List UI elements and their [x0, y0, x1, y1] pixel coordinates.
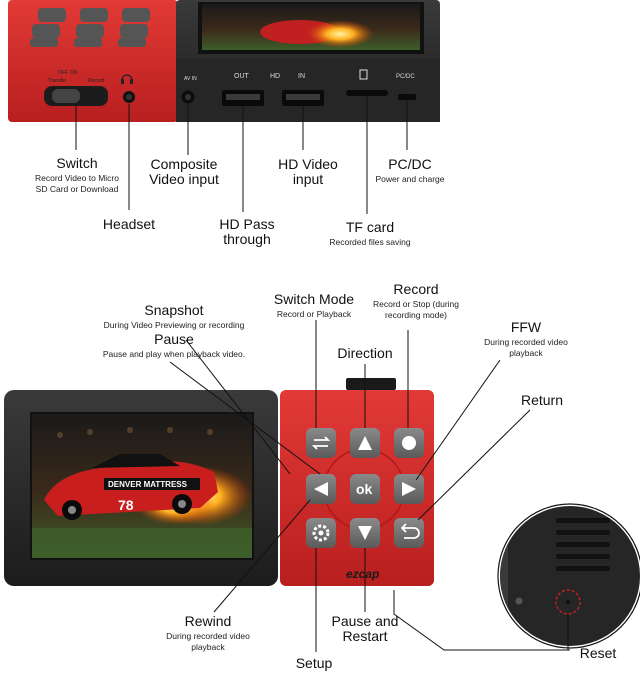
- label-composite-title: Composite Video input: [149, 156, 219, 188]
- label-record-sub: Record or Stop (during recording mode): [373, 299, 459, 321]
- direction-up-button[interactable]: [350, 428, 380, 458]
- label-snapshot: Snapshot During Video Previewing or reco…: [92, 302, 256, 331]
- label-ffw-title: FFW: [510, 319, 542, 335]
- label-hd-video-title: HD Video input: [278, 156, 338, 188]
- record-button[interactable]: [394, 428, 424, 458]
- pc-dc-port: [398, 94, 416, 100]
- ok-label: ok: [356, 481, 373, 497]
- brand-logo: ezcap: [346, 567, 379, 581]
- label-switch-mode-title: Switch Mode: [273, 291, 355, 307]
- direction-left-button[interactable]: [306, 474, 336, 504]
- sd-card-icon: [359, 69, 368, 80]
- label-hd-video: HD Video input: [268, 156, 348, 188]
- label-setup-title: Setup: [295, 655, 333, 671]
- gear-icon: [312, 524, 330, 542]
- label-hd-pass: HD Pass through: [214, 216, 280, 248]
- label-record-title: Record: [393, 281, 439, 297]
- top-keypad: [30, 8, 150, 47]
- swap-icon: [311, 436, 331, 450]
- return-arrow-icon: [400, 523, 420, 539]
- label-pause-restart: Pause and Restart: [326, 613, 404, 645]
- car-number-text: 78: [118, 497, 134, 513]
- reset-hole-highlight: [555, 589, 581, 615]
- switch-mode-button[interactable]: [306, 428, 336, 458]
- label-rewind-sub: During recorded video playback: [166, 631, 250, 653]
- label-pc-dc-title: PC/DC: [388, 156, 432, 172]
- port-label-on: ON: [70, 70, 78, 76]
- label-return: Return: [510, 392, 574, 408]
- label-composite: Composite Video input: [138, 156, 230, 188]
- label-pause-sub: Pause and play when playback video.: [102, 349, 246, 360]
- port-label-in: IN: [298, 73, 305, 80]
- label-pause: Pause Pause and play when playback video…: [92, 331, 256, 360]
- bottom-device: DENVER MATTRESS 78 ok: [4, 378, 434, 586]
- port-label-hd: HD: [270, 73, 280, 80]
- switch-knob[interactable]: [52, 89, 80, 103]
- top-device: Transfer OFF ON Record AV IN OUT HD IN P…: [8, 0, 440, 122]
- bottom-leader-lines: [169, 320, 570, 652]
- label-snapshot-title: Snapshot: [144, 302, 204, 318]
- screen-race-car: DENVER MATTRESS 78: [44, 454, 218, 520]
- label-tf-card-sub: Recorded files saving: [329, 237, 411, 248]
- label-switch-sub: Record Video to Micro SD Card or Downloa…: [35, 173, 119, 195]
- direction-right-button[interactable]: [394, 474, 424, 504]
- label-rewind-title: Rewind: [184, 613, 232, 629]
- car-sponsor-text: DENVER MATTRESS: [108, 480, 188, 489]
- port-label-off: OFF: [58, 70, 68, 76]
- right-arrow-icon: [402, 482, 416, 496]
- port-label-transfer: Transfer: [48, 78, 67, 84]
- direction-down-button[interactable]: [350, 518, 380, 548]
- label-reset: Reset: [570, 645, 626, 661]
- headset-icon: [121, 74, 133, 84]
- left-arrow-icon: [314, 482, 328, 496]
- label-tf-card-title: TF card: [345, 219, 395, 235]
- port-label-pc-dc: PC/DC: [396, 74, 415, 80]
- label-snapshot-sub: During Video Previewing or recording: [103, 320, 245, 331]
- label-ffw: FFW During recorded video playback: [476, 319, 576, 359]
- port-label-out: OUT: [234, 73, 250, 80]
- down-arrow-icon: [358, 526, 372, 540]
- port-label-record: Record: [88, 78, 104, 84]
- label-pause-restart-title: Pause and Restart: [331, 613, 399, 645]
- label-pc-dc: PC/DC Power and charge: [370, 156, 450, 185]
- label-headset-title: Headset: [102, 216, 156, 232]
- label-switch-title: Switch: [56, 155, 98, 171]
- label-headset: Headset: [96, 216, 162, 232]
- label-hd-pass-title: HD Pass through: [219, 216, 275, 248]
- label-switch-mode-sub: Record or Playback: [276, 309, 352, 320]
- label-reset-title: Reset: [579, 645, 617, 661]
- label-switch-mode: Switch Mode Record or Playback: [262, 291, 366, 320]
- record-dot-icon: [402, 436, 416, 450]
- return-button[interactable]: [394, 518, 424, 548]
- up-arrow-icon: [358, 436, 372, 450]
- label-direction-title: Direction: [337, 345, 393, 361]
- port-label-av-in: AV IN: [184, 76, 197, 82]
- reset-detail: [497, 503, 640, 649]
- tf-card-slot: [346, 90, 388, 96]
- label-tf-card: TF card Recorded files saving: [324, 219, 416, 248]
- label-pc-dc-sub: Power and charge: [375, 174, 445, 185]
- label-record: Record Record or Stop (during recording …: [366, 281, 466, 321]
- label-setup: Setup: [286, 655, 342, 671]
- label-switch: Switch Record Video to Micro SD Card or …: [30, 155, 124, 195]
- top-leader-lines: [75, 96, 408, 214]
- label-return-title: Return: [520, 392, 564, 408]
- ok-button[interactable]: ok: [350, 474, 380, 504]
- label-pause-title: Pause: [154, 331, 194, 347]
- label-rewind: Rewind During recorded video playback: [160, 613, 256, 653]
- label-ffw-sub: During recorded video playback: [484, 337, 568, 359]
- label-direction: Direction: [326, 345, 404, 361]
- setup-button[interactable]: [306, 518, 336, 548]
